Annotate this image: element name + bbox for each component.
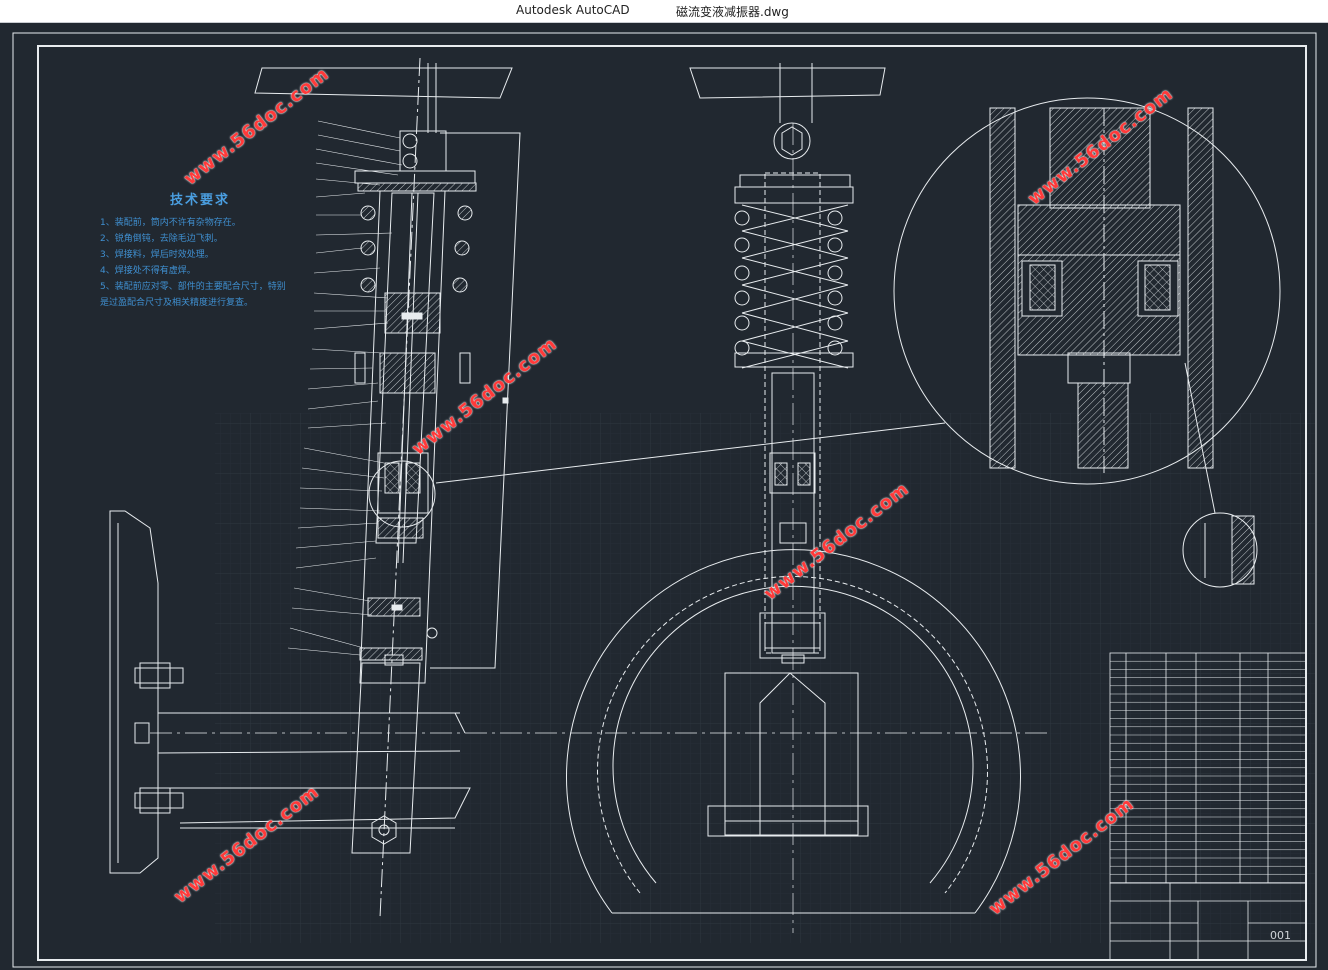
window-title-bar: Autodesk AutoCAD 磁流变液减振器.dwg — [0, 0, 1328, 23]
sheet-outer-border — [12, 32, 1317, 968]
requirement-line: 1、装配前，筒内不许有杂物存在。 — [100, 218, 241, 228]
front-view-center — [689, 63, 886, 933]
requirement-line: 是过盈配合尺寸及相关精度进行复查。 — [100, 298, 254, 308]
detail-view-magnified — [893, 97, 1281, 514]
cad-drawing — [12, 32, 1317, 968]
document-name: 磁流变液减振器.dwg — [676, 5, 789, 19]
requirement-line: 3、焊接料，焊后时效处理。 — [100, 250, 214, 260]
technical-requirements: 技术要求 1、装配前，筒内不许有杂物存在。 2、锐角倒钝，去除毛边飞刺。 3、焊… — [100, 193, 300, 311]
wheel-outline — [566, 549, 1021, 914]
section-view-left — [254, 57, 946, 919]
requirement-line: 4、焊接处不得有虚焊。 — [100, 266, 196, 276]
sheet-number: 001 — [1270, 929, 1291, 942]
mount-bracket — [109, 510, 1050, 874]
grid-area — [215, 413, 1315, 943]
app-name: Autodesk AutoCAD — [516, 3, 630, 17]
title-block — [1109, 882, 1307, 961]
bom-rows — [1110, 660, 1306, 883]
drawing-canvas[interactable]: 技术要求 1、装配前，筒内不许有杂物存在。 2、锐角倒钝，去除毛边飞刺。 3、焊… — [0, 23, 1328, 970]
requirement-line: 5、装配前应对零、部件的主要配合尺寸，特别 — [100, 282, 286, 292]
requirement-line: 2、锐角倒钝，去除毛边飞刺。 — [100, 234, 223, 244]
technical-requirements-heading: 技术要求 — [169, 193, 230, 208]
detail-view-small — [1182, 512, 1258, 588]
sheet-inner-border — [37, 45, 1307, 961]
